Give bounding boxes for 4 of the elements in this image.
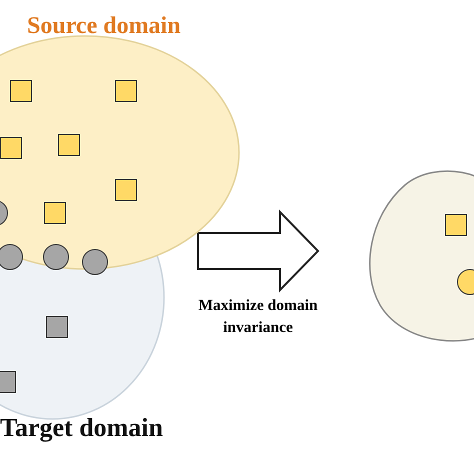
domain-title: Target domain [0,413,163,443]
domain-title: Source domain [27,13,181,40]
edge-label: Maximize domain invariance [197,296,319,338]
block-arrow [197,210,320,292]
